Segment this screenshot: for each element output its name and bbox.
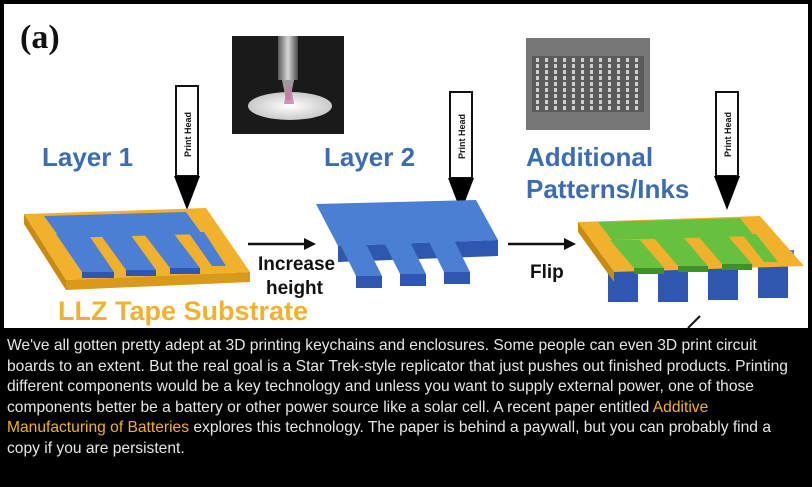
panel-label: (a) — [20, 19, 60, 56]
article-figure: (a) Layer 1 Layer 2 Additional Patterns/… — [4, 4, 808, 328]
stage-1-layer — [24, 208, 250, 290]
additional-label-line2: Patterns/Inks — [526, 174, 689, 204]
increase-height-arrow: Increase height — [248, 238, 335, 299]
print-head-3: Print Head — [714, 92, 740, 210]
stage-3-layer — [578, 216, 804, 328]
layer-1-label: Layer 1 — [42, 142, 133, 172]
print-head-3-label: Print Head — [723, 112, 733, 157]
print-head-2-label: Print Head — [457, 114, 467, 159]
print-head-1: Print Head — [174, 86, 200, 210]
nozzle-photo — [232, 36, 344, 134]
print-head-1-label: Print Head — [183, 112, 193, 157]
figure-diagram: (a) Layer 1 Layer 2 Additional Patterns/… — [4, 4, 808, 328]
flip-label: Flip — [530, 262, 564, 283]
print-head-2: Print Head — [448, 92, 474, 212]
pattern-photo — [526, 38, 650, 130]
flip-arrow: Flip — [508, 238, 576, 283]
layer-2-label: Layer 2 — [324, 142, 415, 172]
stage-2-layer — [316, 200, 498, 288]
substrate-label: LLZ Tape Substrate — [58, 296, 308, 326]
additional-label-line1: Additional — [526, 142, 653, 172]
increase-label: Increase — [258, 254, 335, 275]
article-paragraph: We've all gotten pretty adept at 3D prin… — [7, 336, 807, 460]
